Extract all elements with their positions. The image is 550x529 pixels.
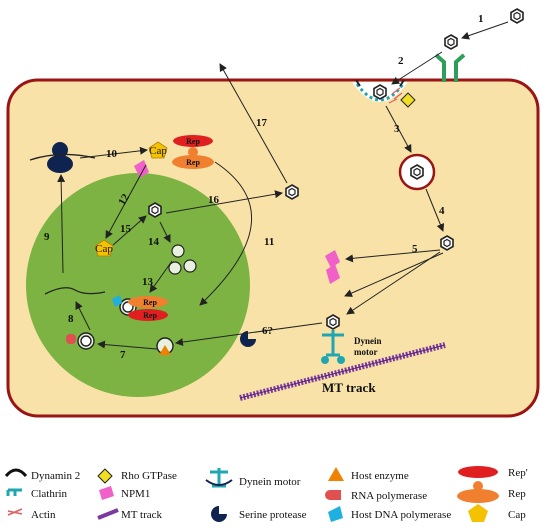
legend-serine-protease: Serine protease (239, 509, 307, 521)
legend-cap: Cap (508, 509, 526, 521)
step-16: 16 (208, 194, 220, 206)
legend-rho-gtpase: Rho GTPase (121, 470, 177, 482)
rna-polymerase-icon (325, 490, 341, 500)
host-enzyme-icon (328, 467, 344, 481)
mt-track (239, 342, 446, 401)
step-3: 3 (394, 123, 400, 135)
dynein-motor-icon (205, 468, 233, 488)
cap-icon (468, 504, 488, 522)
mt-track-icon (97, 508, 119, 520)
step-9: 9 (44, 231, 50, 243)
legend-rna-polymerase: RNA polymerase (351, 490, 427, 502)
legend-actin: Actin (31, 509, 56, 521)
step-15: 15 (120, 223, 132, 235)
rho-gtpase (400, 92, 416, 108)
serine-protease-icon (211, 506, 227, 522)
virion-receptor (444, 34, 458, 50)
rna-polymerase-complex (66, 332, 95, 350)
rep-prime-icon (458, 466, 498, 478)
host-dna-polymerase-icon (328, 506, 343, 522)
step-1: 1 (478, 13, 484, 25)
step-6: 6? (262, 325, 273, 337)
legend-host-enzyme: Host enzyme (351, 470, 409, 482)
ssdna-circles (168, 244, 197, 275)
legend-rep-prime: Rep' (508, 467, 528, 479)
mt-track-label: MT track (322, 380, 376, 395)
legend-dynamin2: Dynamin 2 (31, 470, 80, 482)
virion-cytoplasm (440, 235, 454, 251)
rep-prime-label: Rep (186, 137, 200, 146)
step-11: 11 (264, 236, 274, 248)
legend-rep: Rep (508, 488, 526, 500)
arrows (57, 21, 509, 350)
legend-clathrin: Clathrin (31, 488, 68, 500)
rep-icon (457, 481, 499, 503)
virion-dynein (326, 314, 340, 330)
cap-label: Cap (149, 145, 167, 157)
dynein-label-2: motor (354, 347, 378, 357)
legend-npm1: NPM1 (121, 488, 150, 500)
endocytic-pit (352, 79, 408, 104)
step-7: 7 (120, 349, 126, 361)
legend-host-dna-polymerase: Host DNA polymerase (351, 509, 451, 521)
legend-dynein-motor: Dynein motor (239, 476, 301, 488)
npm1-icon (99, 486, 114, 500)
step-13: 13 (142, 276, 154, 288)
step-10: 10 (106, 148, 118, 160)
cap-nucleus: Cap (94, 239, 114, 257)
npm1-cytoplasm (325, 250, 340, 284)
rep-nuclear-label: Rep (143, 298, 157, 307)
step-4: 4 (439, 205, 445, 217)
rep-prime-nuclear-label: Rep (143, 311, 157, 320)
mrna-transcript (44, 287, 106, 295)
dynamin2-icon (4, 468, 28, 478)
cap-cytoplasm: Cap (148, 141, 168, 159)
virion-egress (285, 184, 299, 200)
receptor (434, 53, 466, 82)
step-17: 17 (256, 117, 268, 129)
actin-icon (7, 508, 23, 516)
step-numbers: 1 2 3 4 5 6? 7 8 9 10 11 12 13 14 15 16 … (44, 13, 484, 361)
step-8: 8 (68, 313, 74, 325)
dynein-motor: Dynein motor (321, 330, 382, 364)
legend-mt-track: MT track (121, 509, 163, 521)
serine-protease (240, 331, 256, 347)
replication-complex: Rep Rep (112, 295, 168, 321)
step-5: 5 (412, 243, 418, 255)
nucleus (26, 173, 250, 397)
rep-label: Rep (186, 158, 200, 167)
rep-cytoplasm: Rep Rep (172, 135, 214, 169)
endosome (398, 153, 436, 191)
virion-nuclear (148, 202, 162, 218)
clathrin-icon (6, 488, 22, 496)
cap-label-2: Cap (95, 243, 113, 255)
virion-extracellular (510, 8, 524, 24)
legend: Dynamin 2 Clathrin Actin Rho GTPase NPM1… (4, 466, 528, 522)
step-2: 2 (398, 55, 404, 67)
host-enzyme-complex (156, 337, 174, 355)
dynein-label-1: Dynein (354, 336, 382, 346)
step-14: 14 (148, 236, 160, 248)
npm1-cytoplasm-2 (134, 160, 149, 178)
rho-gtpase-icon (97, 468, 113, 484)
